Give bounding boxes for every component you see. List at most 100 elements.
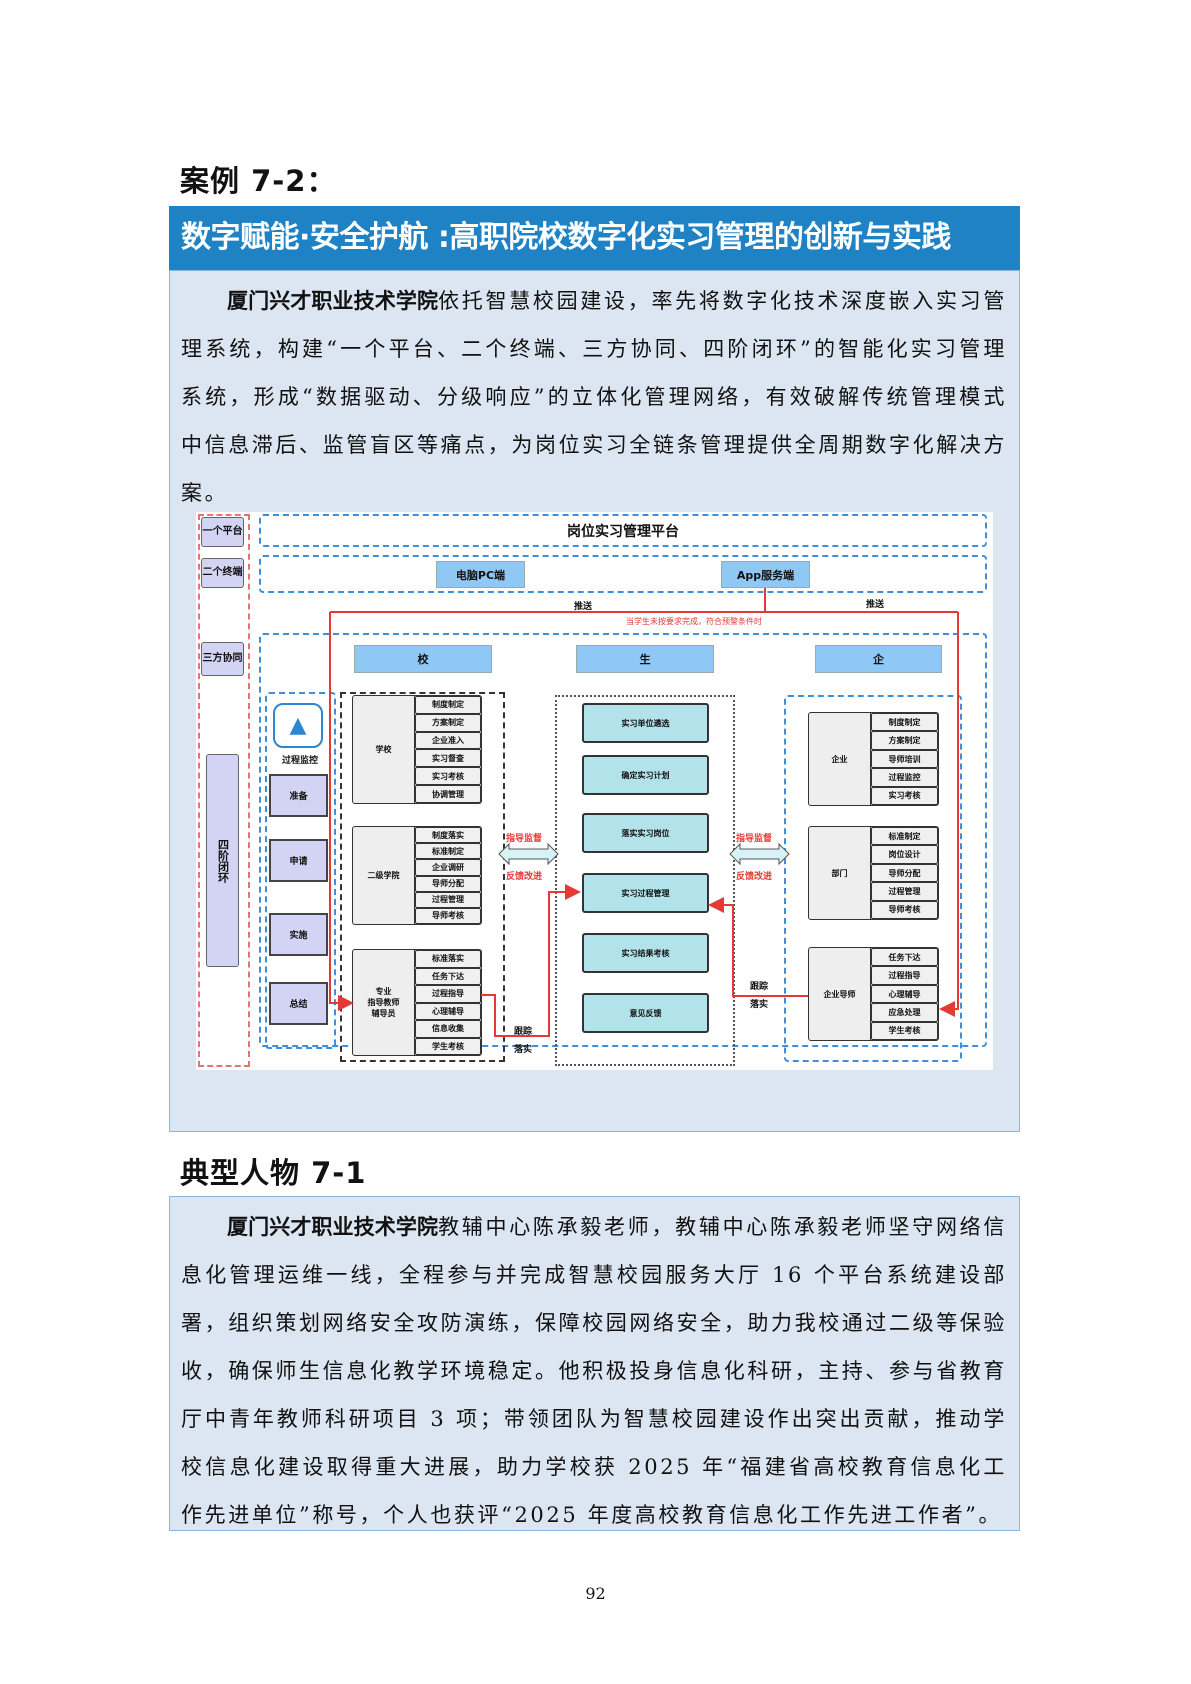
person-school-name: 厦门兴才职业技术学院 — [227, 1215, 439, 1239]
right-implement-label: 落实 — [750, 1000, 769, 1010]
label-one-platform: 一个平台 — [201, 517, 244, 547]
group-item: 制度落实 — [415, 827, 481, 844]
group-item: 实习考核 — [415, 767, 481, 786]
monitor-icon: ▲ — [273, 703, 323, 748]
school-group: 专业 指导教师 辅导员标准落实任务下达过程指导心理辅导信息收集学生考核 — [352, 949, 482, 1056]
group-item: 制度制定 — [415, 696, 481, 714]
case-banner-title: 数字赋能·安全护航 :高职院校数字化实习管理的创新与实践 — [169, 206, 1020, 270]
group-item: 企业准入 — [415, 731, 481, 750]
left-double-arrow — [498, 842, 559, 866]
case-text: 依托智慧校园建设，率先将数字化技术深度嵌入实习管理系统，构建“一个平台、二个终端… — [181, 289, 1007, 505]
case-paragraph: 厦门兴才职业技术学院依托智慧校园建设，率先将数字化技术深度嵌入实习管理系统，构建… — [170, 271, 1019, 517]
group-item: 导师考核 — [871, 900, 938, 920]
school-track-line — [481, 884, 581, 1037]
group-item: 导师分配 — [415, 875, 481, 892]
push-label-left: 推送 — [574, 602, 593, 612]
group-label: 部门 — [809, 827, 871, 919]
pc-terminal: 电脑PC端 — [436, 561, 525, 588]
group-item: 过程管理 — [871, 882, 938, 901]
three-party-box — [259, 633, 987, 1047]
left-guide-label: 指导监督 — [506, 834, 543, 844]
group-item: 标准制定 — [415, 843, 481, 860]
label-three-party: 三方协同 — [201, 642, 244, 676]
push-label-right: 推送 — [866, 600, 885, 610]
group-item: 任务下达 — [871, 948, 938, 967]
group-item: 企业调研 — [415, 859, 481, 876]
group-item: 学生考核 — [415, 1037, 481, 1055]
group-item: 过程指导 — [415, 985, 481, 1003]
group-item: 岗位设计 — [871, 845, 938, 864]
enterprise-box — [784, 695, 962, 1062]
group-item: 标准制定 — [871, 827, 938, 846]
app-terminal: App服务端 — [721, 561, 810, 588]
group-item: 方案制定 — [871, 731, 938, 750]
group-item: 学生考核 — [871, 1021, 938, 1041]
student-step: 实习结果考核 — [582, 933, 709, 973]
school-group: 二级学院制度落实标准制定企业调研导师分配过程管理导师考核 — [352, 826, 482, 925]
header-enterprise: 企 — [815, 645, 942, 673]
student-step: 实习过程管理 — [582, 873, 709, 913]
group-item: 制度制定 — [871, 713, 938, 732]
group-item: 过程监控 — [871, 768, 938, 787]
left-feedback-label: 反馈改进 — [506, 872, 543, 882]
connector-lines — [329, 588, 959, 1037]
group-label: 企业 — [809, 713, 871, 805]
group-item: 实习督查 — [415, 749, 481, 768]
warning-line-left — [329, 588, 958, 1003]
case-title: 案例 7-2： — [180, 164, 337, 198]
student-step: 意见反馈 — [582, 993, 709, 1033]
group-item: 标准落实 — [415, 950, 481, 968]
person-text: 教辅中心陈承毅老师，教辅中心陈承毅老师坚守网络信息化管理运维一线，全程参与并完成… — [181, 1215, 1007, 1527]
left-track-label: 跟踪 — [514, 1027, 533, 1037]
enterprise-group: 部门标准制定岗位设计导师分配过程管理导师考核 — [808, 826, 939, 920]
student-step: 确定实习计划 — [582, 755, 709, 795]
monitor-box — [265, 692, 336, 1049]
warning-condition: 当学生未按要求完成，符合预警条件时 — [626, 617, 762, 626]
enterprise-group: 企业导师任务下达过程指导心理辅导应急处理学生考核 — [808, 947, 939, 1041]
group-item: 导师培训 — [871, 749, 938, 769]
stage-prepare: 准备 — [269, 774, 328, 817]
student-box — [555, 695, 735, 1066]
student-step: 落实实习岗位 — [582, 813, 709, 853]
page-number: 92 — [585, 1584, 606, 1603]
right-feedback-label: 反馈改进 — [736, 872, 773, 882]
group-label: 学校 — [353, 696, 415, 803]
person-title: 典型人物 7-1 — [180, 1156, 367, 1190]
left-implement-label: 落实 — [514, 1045, 533, 1055]
label-four-stage: 四阶闭环 — [206, 754, 239, 967]
group-item: 过程管理 — [415, 891, 481, 908]
group-item: 心理辅导 — [415, 1002, 481, 1020]
group-item: 过程指导 — [871, 966, 938, 985]
label-two-terminals: 二个终端 — [201, 558, 244, 588]
right-double-arrow — [729, 842, 790, 866]
group-item: 任务下达 — [415, 967, 481, 985]
group-label: 二级学院 — [353, 827, 415, 924]
stage-summary: 总结 — [269, 982, 328, 1025]
header-student: 生 — [576, 645, 714, 673]
person-paragraph: 厦门兴才职业技术学院教辅中心陈承毅老师，教辅中心陈承毅老师坚守网络信息化管理运维… — [170, 1197, 1019, 1539]
group-item: 协调管理 — [415, 785, 481, 803]
terminal-box — [259, 555, 987, 593]
enterprise-group: 企业制度制定方案制定导师培训过程监控实习考核 — [808, 712, 939, 806]
group-item: 导师分配 — [871, 863, 938, 883]
stage-apply: 申请 — [269, 839, 328, 882]
right-guide-label: 指导监督 — [736, 834, 773, 844]
group-item: 应急处理 — [871, 1003, 938, 1022]
enterprise-track-line — [708, 897, 808, 997]
group-item: 导师考核 — [415, 907, 481, 925]
header-school: 校 — [354, 645, 492, 673]
group-label: 专业 指导教师 辅导员 — [353, 950, 415, 1055]
platform-box: 岗位实习管理平台 — [259, 514, 987, 547]
group-item: 心理辅导 — [871, 984, 938, 1004]
monitor-label: 过程监控 — [281, 756, 318, 766]
group-item: 方案制定 — [415, 713, 481, 732]
group-item: 信息收集 — [415, 1020, 481, 1038]
school-name: 厦门兴才职业技术学院 — [227, 289, 439, 313]
student-step: 实习单位遴选 — [582, 703, 709, 743]
school-box — [340, 692, 505, 1062]
group-label: 企业导师 — [809, 948, 871, 1040]
stage-implement: 实施 — [269, 913, 328, 956]
school-group: 学校制度制定方案制定企业准入实习督查实习考核协调管理 — [352, 695, 482, 804]
person-box: 厦门兴才职业技术学院教辅中心陈承毅老师，教辅中心陈承毅老师坚守网络信息化管理运维… — [169, 1196, 1020, 1531]
group-item: 实习考核 — [871, 786, 938, 806]
